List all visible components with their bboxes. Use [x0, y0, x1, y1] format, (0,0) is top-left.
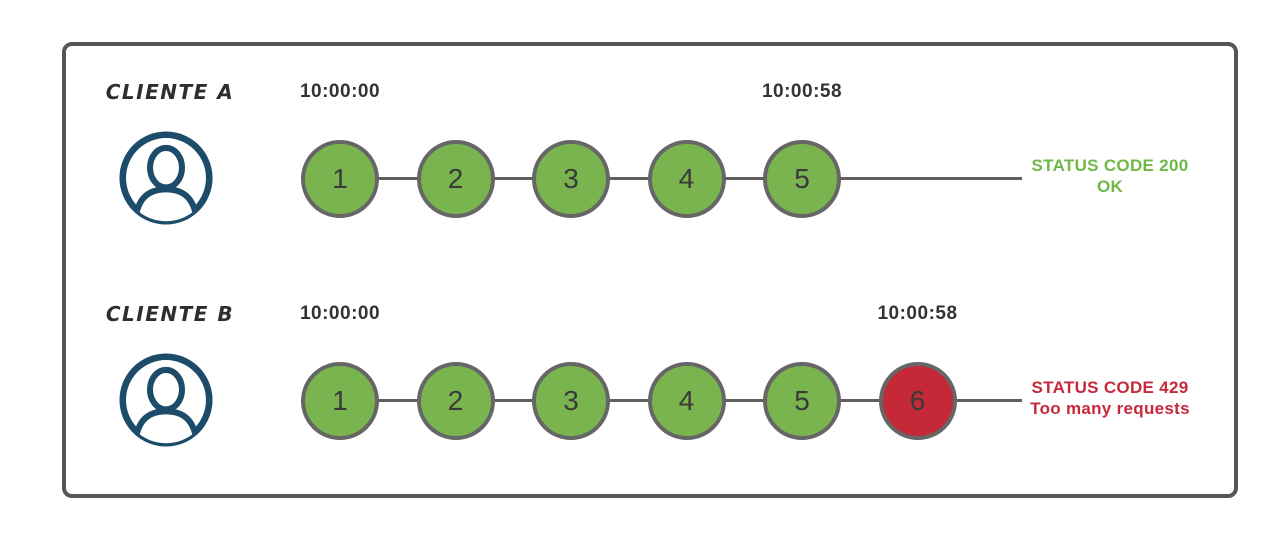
status-label-ok: STATUS CODE 200 OK — [1024, 155, 1196, 197]
request-circle-cliente-b-1: 1 — [301, 362, 379, 440]
request-circle-cliente-b-6: 6 — [878, 362, 957, 440]
request-circle-cliente-b-2: 2 — [416, 362, 495, 440]
status-description-text: Too many requests — [1030, 399, 1190, 418]
request-circle-cliente-a-5: 5 — [763, 140, 841, 218]
status-code-text: STATUS CODE 429 — [1031, 378, 1189, 397]
diagram-frame — [62, 42, 1238, 498]
request-circle-cliente-b-3: 3 — [532, 362, 610, 440]
user-avatar-icon — [119, 353, 213, 447]
status-code-text: STATUS CODE 200 — [1031, 156, 1189, 175]
status-label-error: STATUS CODE 429 Too many requests — [1024, 377, 1196, 419]
request-circle-cliente-a-3: 3 — [532, 140, 610, 218]
start-timestamp: 10:00:00 — [299, 303, 381, 324]
request-circle-cliente-a-1: 1 — [301, 140, 379, 218]
end-timestamp: 10:00:58 — [877, 303, 958, 324]
request-circle-cliente-a-2: 2 — [416, 140, 495, 218]
request-circle-cliente-a-4: 4 — [647, 140, 726, 218]
request-circle-cliente-b-5: 5 — [763, 362, 841, 440]
client-a-label: CLIENTE A — [105, 80, 235, 104]
status-description-text: OK — [1096, 177, 1124, 196]
client-b-label: CLIENTE B — [105, 302, 235, 326]
end-timestamp: 10:00:58 — [761, 81, 843, 102]
start-timestamp: 10:00:00 — [299, 81, 381, 102]
user-avatar-icon — [119, 131, 213, 225]
request-circle-cliente-b-4: 4 — [647, 362, 726, 440]
